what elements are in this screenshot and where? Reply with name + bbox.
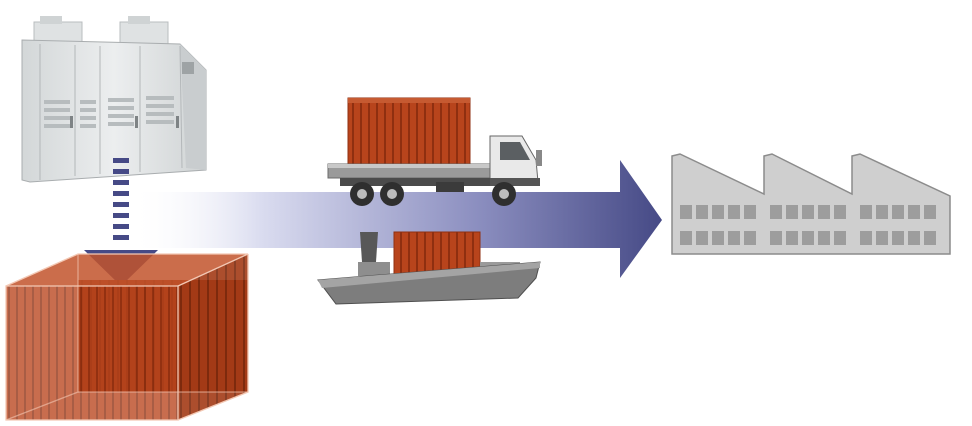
electrical-cabinet-icon xyxy=(21,16,207,183)
ship-icon xyxy=(317,231,541,305)
flow-arrow-right xyxy=(130,160,662,278)
truck-icon xyxy=(327,97,542,206)
container-icon xyxy=(5,253,249,421)
factory-icon xyxy=(671,153,951,255)
